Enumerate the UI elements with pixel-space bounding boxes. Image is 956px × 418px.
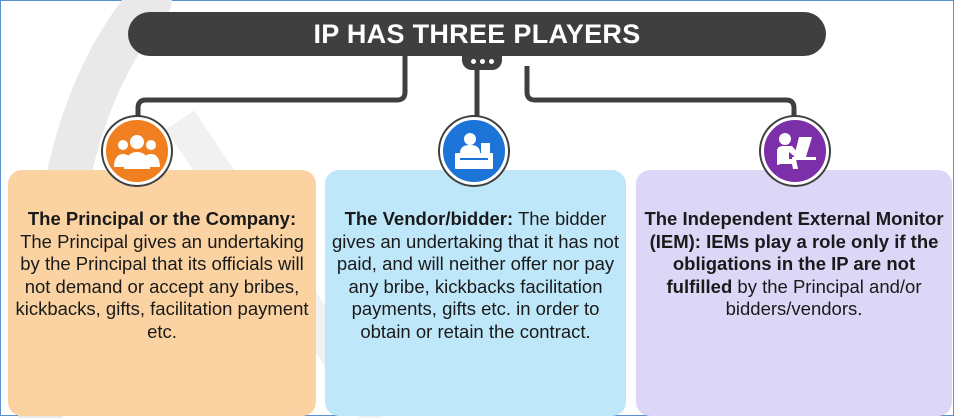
iem-heading: The Independent External Monitor (IEM): bbox=[644, 208, 944, 252]
diagram-title: IP HAS THREE PLAYERS bbox=[128, 12, 826, 56]
vendor-counter-icon bbox=[440, 117, 508, 185]
iem-emphasis: IEMs play a role only if the obligations… bbox=[666, 230, 939, 297]
person-at-laptop-icon bbox=[761, 117, 829, 185]
group-people-icon bbox=[103, 117, 171, 185]
principal-body: The Principal gives an undertaking by th… bbox=[15, 230, 309, 342]
ellipsis-connector bbox=[462, 52, 502, 70]
iem-text: The Independent External Monitor (IEM): … bbox=[642, 208, 946, 321]
principal-heading: The Principal or the Company: bbox=[27, 208, 297, 229]
vendor-heading: The Vendor/bidder: bbox=[344, 208, 514, 229]
principal-card: The Principal or the Company: The Princi… bbox=[8, 170, 316, 416]
principal-text: The Principal or the Company: The Princi… bbox=[14, 208, 310, 343]
iem-card: The Independent External Monitor (IEM): … bbox=[636, 170, 952, 416]
vendor-text: The Vendor/bidder: The bidder gives an u… bbox=[331, 208, 620, 343]
vendor-card: The Vendor/bidder: The bidder gives an u… bbox=[325, 170, 626, 416]
vendor-body: The bidder gives an undertaking that it … bbox=[332, 208, 619, 342]
iem-body: by the Principal and/or bidders/vendors. bbox=[725, 275, 922, 320]
